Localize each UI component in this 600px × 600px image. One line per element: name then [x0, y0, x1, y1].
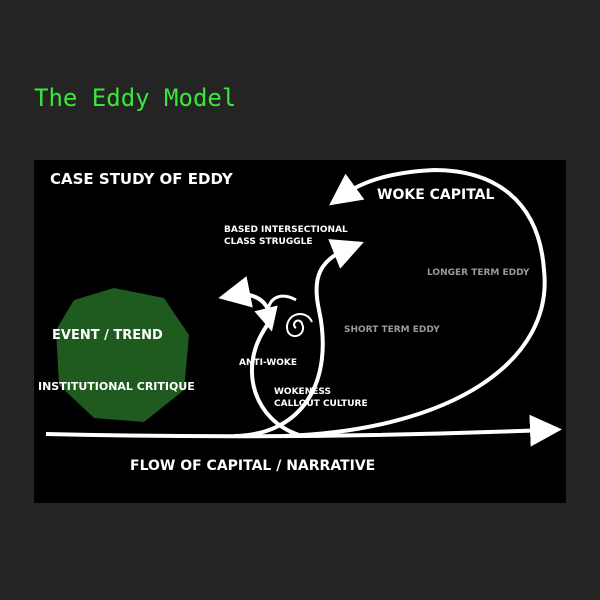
- label-institutional-critique: INSTITUTIONAL CRITIQUE: [38, 380, 195, 393]
- page-title: The Eddy Model: [34, 84, 237, 112]
- label-anti-woke: ANTI-WOKE: [239, 358, 298, 368]
- eddy-diagram: CASE STUDY OF EDDY WOKE CAPITAL BASED IN…: [34, 160, 566, 503]
- anti-woke-curve: [254, 294, 297, 332]
- diagram-heading: CASE STUDY OF EDDY: [50, 170, 233, 188]
- label-flow: FLOW OF CAPITAL / NARRATIVE: [130, 458, 376, 474]
- inner-eddy-curve: [218, 276, 300, 437]
- eddy-diagram-graphic: [45, 167, 562, 447]
- label-wokeness: WOKENESS: [274, 387, 331, 397]
- longer-term-eddy-curve: [283, 167, 547, 438]
- label-callout-culture: CALLOUT CULTURE: [274, 399, 368, 409]
- label-short-term-eddy: SHORT TERM EDDY: [344, 325, 440, 335]
- label-based: BASED INTERSECTIONAL: [224, 225, 348, 235]
- label-class-struggle: CLASS STRUGGLE: [224, 237, 313, 247]
- spiral: [286, 313, 313, 338]
- label-event-trend: EVENT / TREND: [52, 328, 163, 343]
- label-woke-capital: WOKE CAPITAL: [377, 187, 495, 203]
- label-longer-term-eddy: LONGER TERM EDDY: [427, 268, 530, 278]
- event-blob: [56, 288, 189, 422]
